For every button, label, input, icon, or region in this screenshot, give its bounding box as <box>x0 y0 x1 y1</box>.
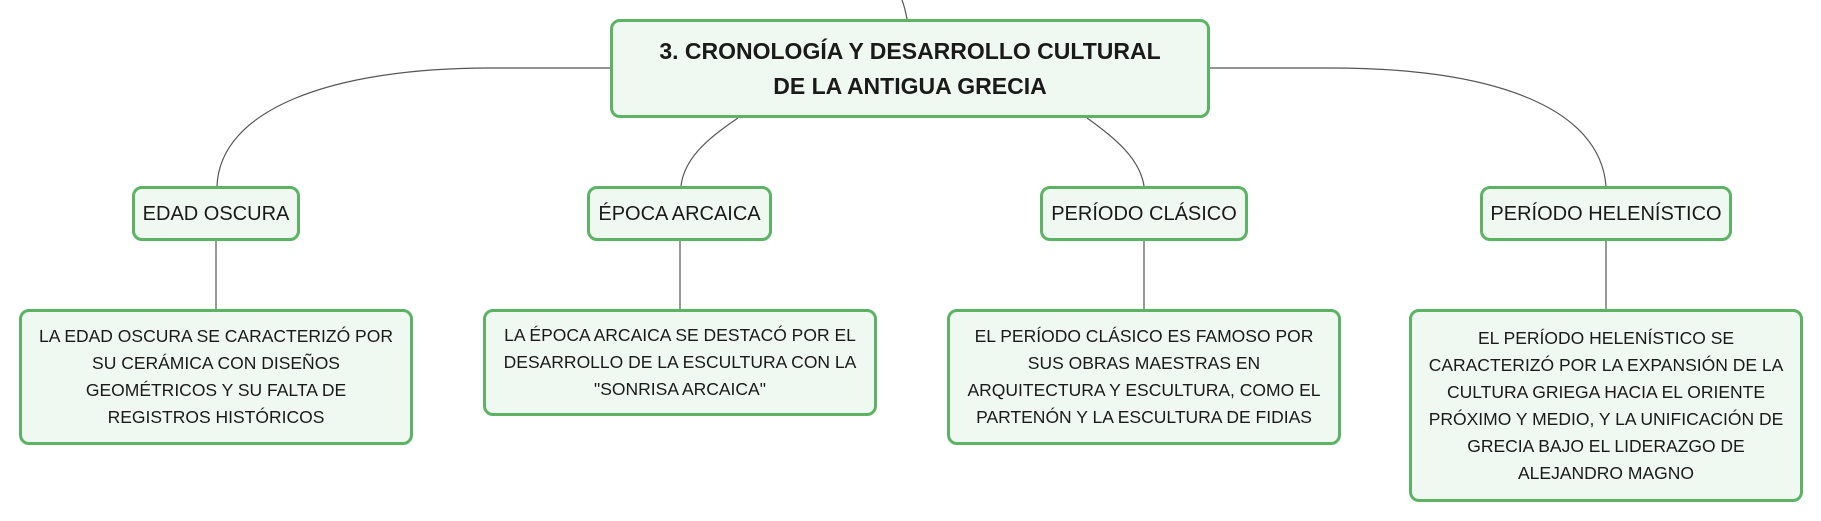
description-node-periodo-helenistico[interactable]: EL PERÍODO HELENÍSTICO SE CARACTERIZÓ PO… <box>1409 309 1803 502</box>
description-text: EL PERÍODO HELENÍSTICO SE CARACTERIZÓ PO… <box>1428 327 1784 483</box>
description-text: LA EDAD OSCURA SE CARACTERIZÓ POR SU CER… <box>39 326 393 427</box>
connector-root-to-edad-oscura <box>216 67 610 187</box>
description-text: LA ÉPOCA ARCAICA SE DESTACÓ POR EL DESAR… <box>503 325 857 399</box>
topic-label: ÉPOCA ARCAICA <box>598 202 761 225</box>
topic-node-epoca-arcaica[interactable]: ÉPOCA ARCAICA <box>587 186 772 241</box>
connector-root-to-periodo-helenistico <box>1210 67 1607 187</box>
topic-label: PERÍODO HELENÍSTICO <box>1490 202 1722 225</box>
description-node-periodo-clasico[interactable]: EL PERÍODO CLÁSICO ES FAMOSO POR SUS OBR… <box>947 309 1341 445</box>
connector-parent-to-root <box>901 0 908 20</box>
topic-label: EDAD OSCURA <box>142 202 290 225</box>
topic-node-periodo-clasico[interactable]: PERÍODO CLÁSICO <box>1040 186 1248 241</box>
description-text: EL PERÍODO CLÁSICO ES FAMOSO POR SUS OBR… <box>967 326 1321 427</box>
root-title: 3. CRONOLOGÍA Y DESARROLLO CULTURAL DE L… <box>659 37 1161 99</box>
description-node-epoca-arcaica[interactable]: LA ÉPOCA ARCAICA SE DESTACÓ POR EL DESAR… <box>483 309 877 416</box>
connector-root-to-epoca-arcaica <box>680 117 739 187</box>
root-node[interactable]: 3. CRONOLOGÍA Y DESARROLLO CULTURAL DE L… <box>610 19 1210 118</box>
topic-node-edad-oscura[interactable]: EDAD OSCURA <box>132 186 300 241</box>
connector-root-to-periodo-clasico <box>1086 117 1145 187</box>
topic-label: PERÍODO CLÁSICO <box>1051 202 1237 225</box>
topic-node-periodo-helenistico[interactable]: PERÍODO HELENÍSTICO <box>1480 186 1732 241</box>
description-node-edad-oscura[interactable]: LA EDAD OSCURA SE CARACTERIZÓ POR SU CER… <box>19 309 413 445</box>
